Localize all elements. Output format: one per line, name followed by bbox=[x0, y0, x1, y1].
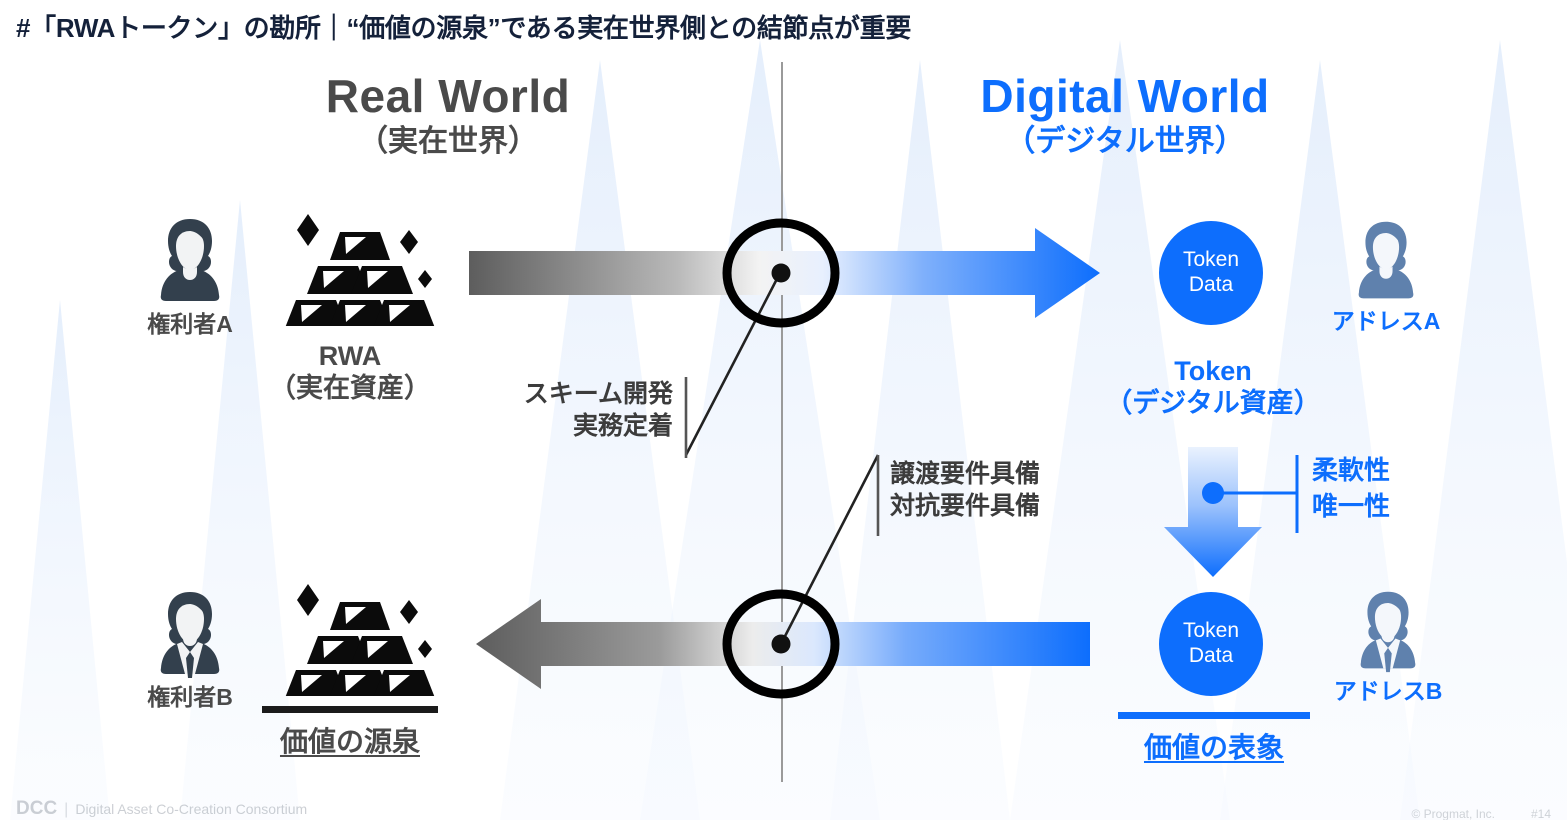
rwa-asset-group-bottom: 価値の源泉 bbox=[262, 578, 438, 759]
bottom-node-annotation-line1: 譲渡要件具備 bbox=[890, 460, 1041, 488]
person-suit-icon-blue bbox=[1360, 591, 1416, 673]
digital-world-heading: Digital World （デジタル世界） bbox=[955, 70, 1295, 158]
world-divider bbox=[781, 62, 783, 782]
token-transfer-down-arrow bbox=[1164, 447, 1299, 577]
bottom-node-annotation-line2: 対抗要件具備 bbox=[890, 492, 1041, 520]
gold-bars-icon bbox=[285, 214, 435, 326]
person-suit-icon bbox=[160, 592, 220, 678]
top-node-annotation-line2: 実務定着 bbox=[572, 412, 673, 440]
holder-a-group: 権利者A bbox=[140, 215, 240, 337]
token-data-top: Token Data bbox=[1159, 221, 1263, 325]
footer-brand: DCC | Digital Asset Co-Creation Consorti… bbox=[16, 798, 308, 819]
token-name: Token bbox=[1174, 356, 1252, 386]
address-a-label: アドレスA bbox=[1331, 308, 1441, 334]
top-flow-arrow bbox=[469, 228, 1100, 318]
real-world-heading-jp: （実在世界） bbox=[358, 124, 538, 158]
value-source-rule bbox=[262, 706, 438, 713]
token-name-group: Token （デジタル資産） bbox=[1063, 355, 1363, 420]
top-junction-node bbox=[684, 218, 840, 458]
holder-a-label: 権利者A bbox=[147, 311, 233, 337]
footer-page-number: #14 bbox=[1530, 807, 1551, 820]
token-properties: 柔軟性 唯一性 bbox=[1312, 455, 1462, 522]
token-data-top-line2: Data bbox=[1188, 273, 1234, 296]
value-source-caption: 価値の源泉 bbox=[279, 726, 420, 757]
token-property-1: 柔軟性 bbox=[1312, 455, 1391, 485]
person-icon-blue bbox=[1358, 221, 1414, 299]
token-data-bottom: Token Data bbox=[1159, 592, 1263, 696]
bottom-node-annotation: 譲渡要件具備 対抗要件具備 bbox=[890, 458, 1130, 522]
value-representation-rule bbox=[1118, 712, 1310, 719]
rwa-asset-name: RWA bbox=[318, 341, 382, 371]
top-node-annotation: スキーム開発 実務定着 bbox=[448, 378, 673, 442]
footer-brand-full: Digital Asset Co-Creation Consortium bbox=[75, 801, 308, 817]
token-data-circle-bottom: Token Data bbox=[1159, 592, 1263, 696]
holder-b-label: 権利者B bbox=[147, 684, 233, 710]
value-representation-caption: 価値の表象 bbox=[1143, 732, 1284, 763]
digital-world-heading-en: Digital World bbox=[980, 70, 1270, 122]
real-world-heading: Real World （実在世界） bbox=[288, 70, 608, 158]
token-data-bottom-line2: Data bbox=[1188, 644, 1234, 667]
gold-bars-icon bbox=[285, 584, 435, 696]
footer-copyright: © Progmat, Inc. bbox=[1411, 807, 1495, 820]
token-data-top-line1: Token bbox=[1182, 248, 1240, 272]
token-data-bottom-line1: Token bbox=[1182, 619, 1240, 643]
person-icon bbox=[160, 219, 220, 301]
token-data-circle-top: Token Data bbox=[1159, 221, 1263, 325]
digital-world-heading-jp: （デジタル世界） bbox=[1005, 124, 1245, 158]
footer-brand-abbr: DCC bbox=[16, 798, 58, 819]
address-b-label: アドレスB bbox=[1333, 678, 1443, 704]
bottom-junction-node bbox=[722, 454, 880, 699]
address-a-group: アドレスA bbox=[1330, 218, 1442, 334]
address-b-group: アドレスB bbox=[1332, 588, 1444, 704]
value-representation-group: 価値の表象 bbox=[1118, 712, 1310, 765]
real-world-heading-en: Real World bbox=[325, 70, 571, 122]
page-title: #「RWAトークン」の勘所｜“価値の源泉”である実在世界側との結節点が重要 bbox=[16, 13, 912, 43]
holder-b-group: 権利者B bbox=[140, 588, 240, 710]
token-sub: （デジタル資産） bbox=[1105, 388, 1321, 419]
token-property-2: 唯一性 bbox=[1312, 490, 1391, 521]
top-node-annotation-line1: スキーム開発 bbox=[523, 380, 673, 408]
rwa-asset-sub: （実在資産） bbox=[269, 373, 431, 404]
bottom-flow-arrow bbox=[476, 599, 1090, 689]
rwa-asset-group-top: RWA （実在資産） bbox=[262, 208, 438, 405]
